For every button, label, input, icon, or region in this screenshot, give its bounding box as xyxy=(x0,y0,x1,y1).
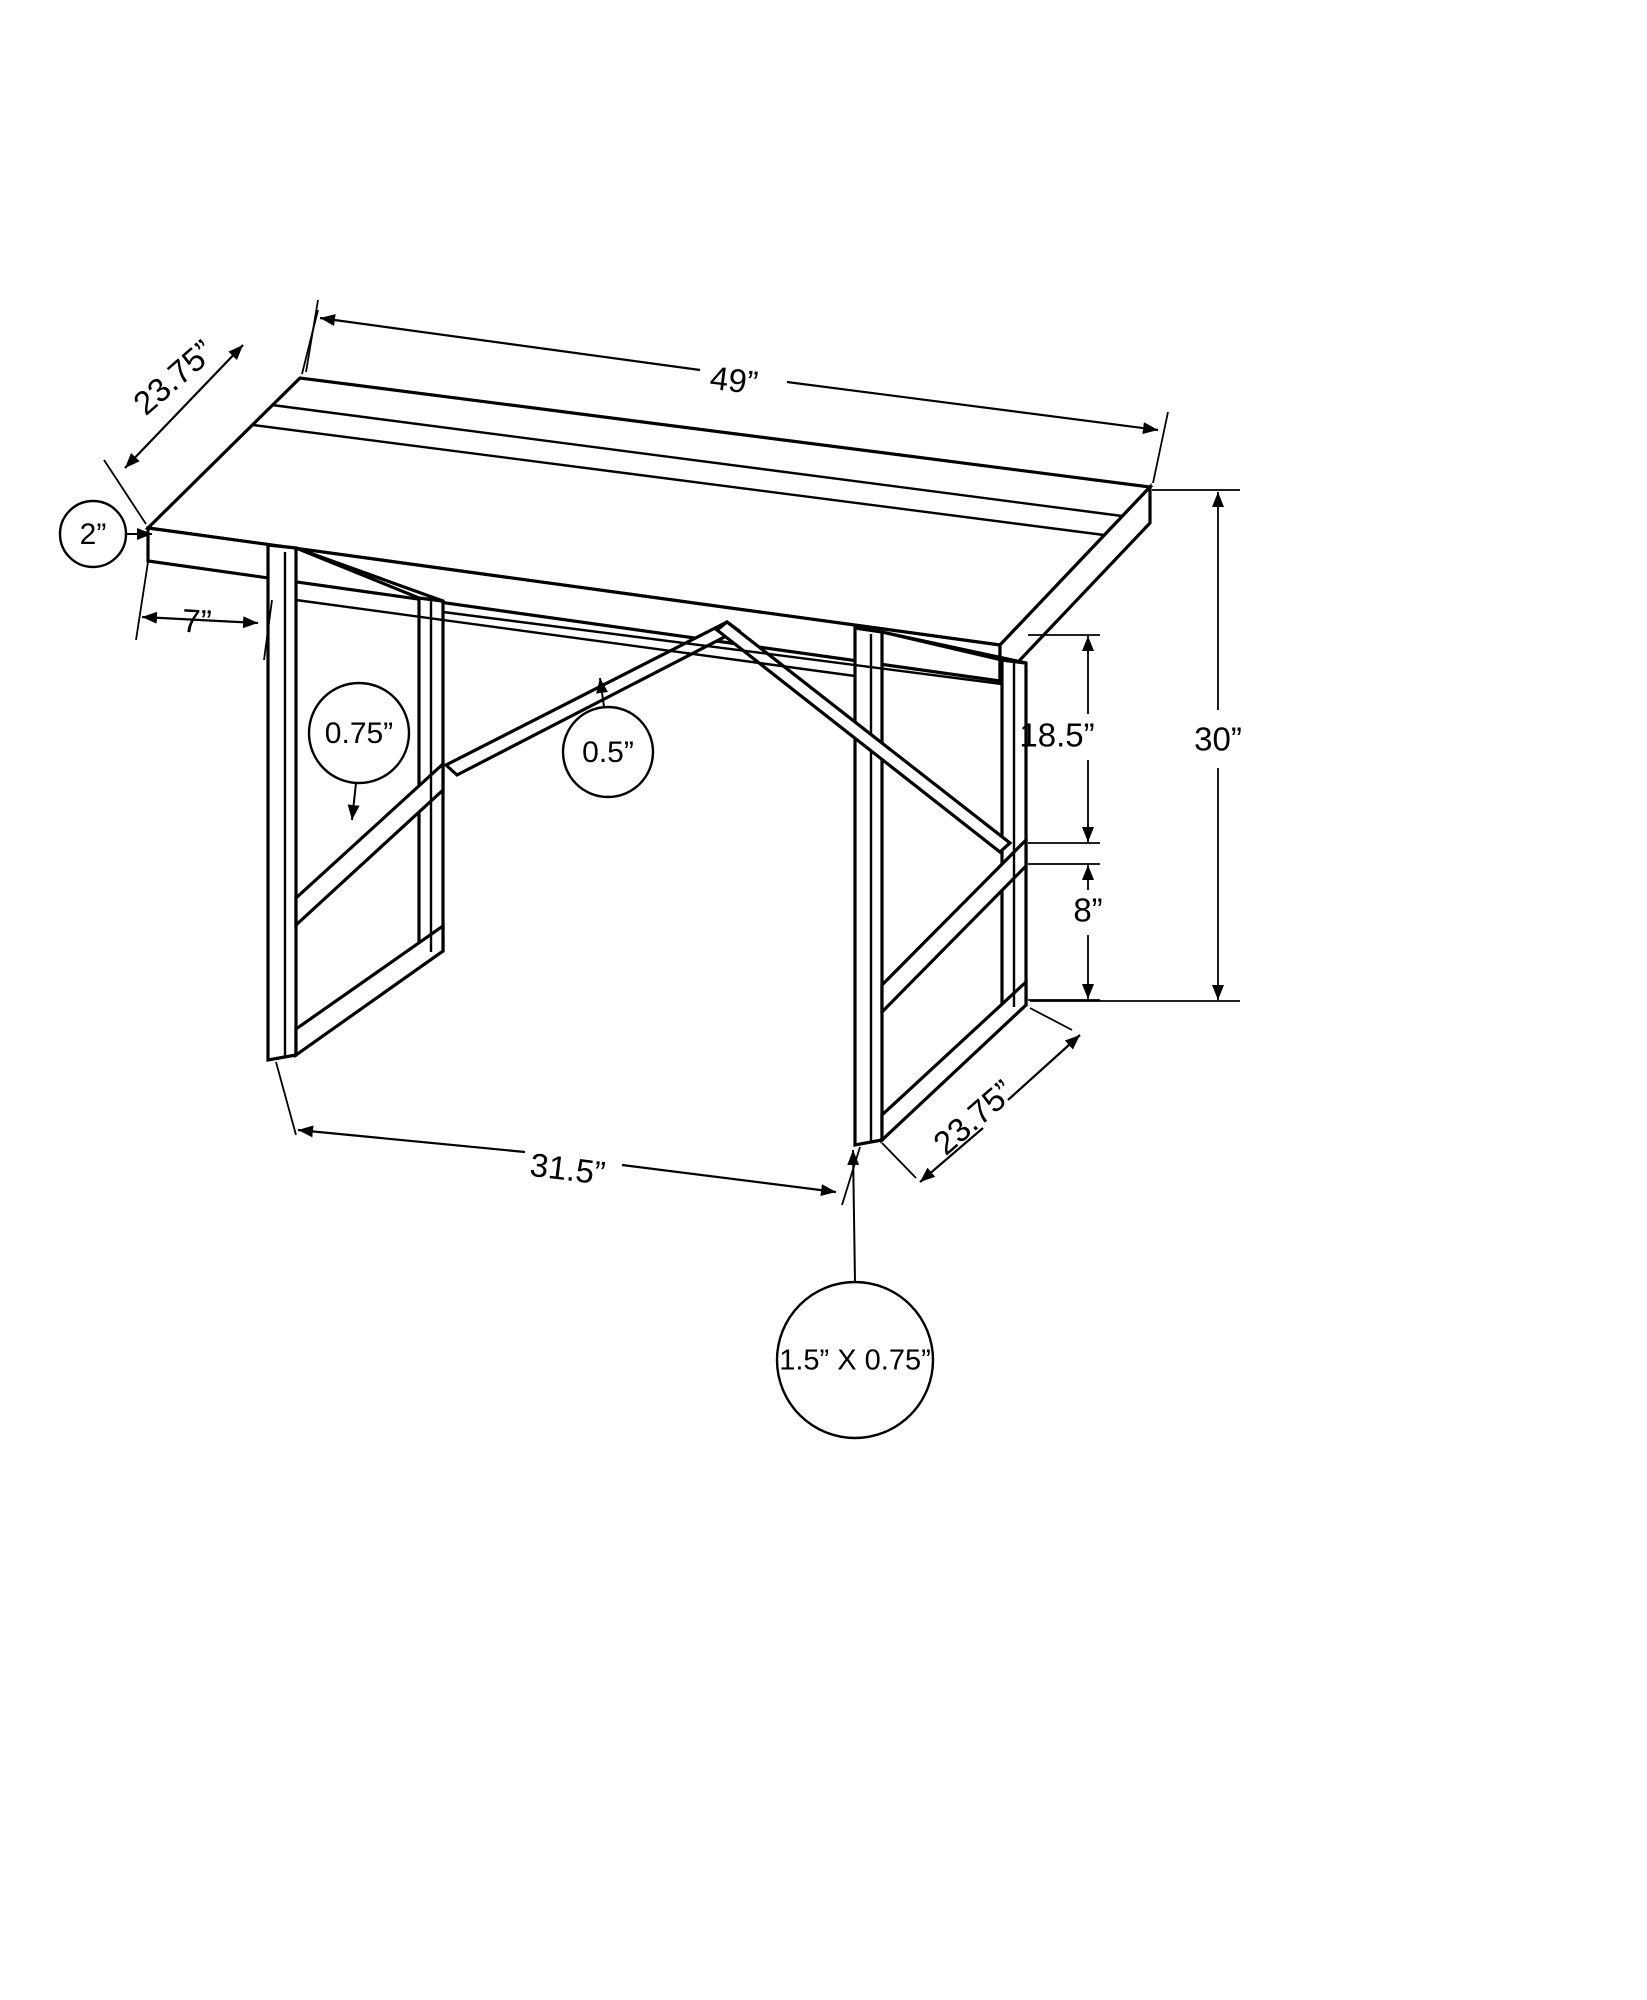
callout-leg-profile: 1.5” X 0.75” xyxy=(775,1149,935,1440)
callout-leader xyxy=(596,677,608,708)
dim-label-total-height: 30” xyxy=(1194,721,1242,758)
ext-line xyxy=(275,1061,297,1136)
dim-line-2 xyxy=(919,1127,984,1183)
dim-upper-shelf-height: 18.5” xyxy=(1019,634,1100,844)
left-leg-top-rail xyxy=(295,546,444,603)
dim-overhang: 7” xyxy=(135,561,273,661)
callout-bubble xyxy=(561,705,655,799)
back-apron-line xyxy=(295,598,856,678)
desk-top-seam xyxy=(271,403,1123,518)
dim-leg-span: 31.5” xyxy=(275,1061,861,1206)
ext-line xyxy=(841,1146,861,1206)
callout-leader xyxy=(347,782,360,821)
dim-label-lower-shelf-height: 8” xyxy=(1073,892,1102,929)
left-leg-bottom-rail xyxy=(294,922,445,1059)
dim-total-height: 30” xyxy=(1030,489,1242,1002)
back-apron-line2 xyxy=(442,610,1003,686)
dim-line-left xyxy=(319,314,701,372)
ext-line xyxy=(1152,411,1169,484)
ext-line xyxy=(1029,1007,1073,1031)
right-leg-shelf-rail xyxy=(880,836,1028,1016)
ext-line xyxy=(263,599,273,661)
callout-label-leg-thickness: 0.75” xyxy=(325,717,393,750)
dim-line-right xyxy=(621,1163,837,1197)
desk-top-right-edge xyxy=(998,482,1152,686)
dim-lower-shelf-height: 8” xyxy=(1028,863,1103,1001)
ext-line xyxy=(305,299,319,373)
dim-line xyxy=(124,344,244,469)
callout-leg-thickness: 0.75” xyxy=(307,681,411,821)
dim-width-top: 49” xyxy=(305,299,1169,484)
dim-label-leg-span: 31.5” xyxy=(528,1146,607,1192)
callout-bubble xyxy=(307,681,411,785)
callout-label-leg-profile: 1.5” X 0.75” xyxy=(779,1345,931,1377)
dim-label-depth-top-left: 23.75” xyxy=(126,333,221,422)
dim-line xyxy=(141,611,259,629)
callout-leader xyxy=(847,1149,860,1283)
right-leg-bottom-rail xyxy=(880,978,1028,1144)
desk-illustration xyxy=(144,376,1154,1147)
ext-line xyxy=(881,1142,917,1179)
ext-line xyxy=(103,459,147,525)
dim-label-width-top: 49” xyxy=(708,359,760,402)
callout-brace-thickness: 0.5” xyxy=(561,677,655,799)
cross-brace-right xyxy=(714,619,1013,855)
ext-line xyxy=(135,561,149,641)
left-leg-shelf-rail xyxy=(294,760,445,929)
dim-label-overhang: 7” xyxy=(181,602,212,640)
callout-top-thickness: 2” xyxy=(58,499,152,569)
right-leg-top-rail xyxy=(881,630,1027,665)
left-leg-back-post xyxy=(266,543,298,1062)
dim-label-upper-shelf-height: 18.5” xyxy=(1019,717,1094,754)
desk-top-seam-2 xyxy=(252,423,1105,537)
callout-label-brace-thickness: 0.5” xyxy=(582,736,634,769)
dim-line-left xyxy=(297,1125,526,1154)
dim-line xyxy=(1007,1034,1081,1101)
callout-label-top-thickness: 2” xyxy=(80,518,107,551)
dim-line-right xyxy=(786,380,1159,435)
right-leg-back-post xyxy=(853,626,884,1147)
